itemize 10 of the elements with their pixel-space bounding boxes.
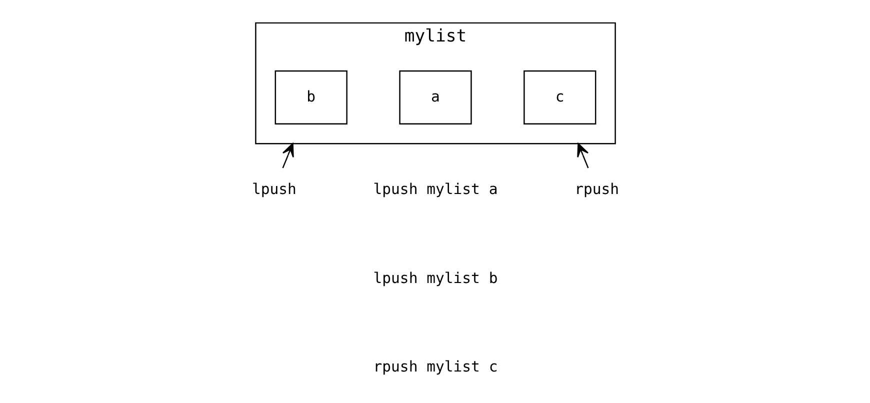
node-box: a (398, 70, 472, 125)
node-box: c (523, 70, 596, 125)
label: lpush mylist b (372, 270, 498, 287)
arrow (282, 143, 294, 168)
arrow (576, 143, 588, 168)
label: lpush mylist a (372, 181, 498, 198)
label: rpush mylist c (372, 358, 498, 376)
node-box: b (274, 70, 347, 125)
node-text: lpush (251, 181, 296, 198)
node-text: rpush (574, 181, 619, 198)
